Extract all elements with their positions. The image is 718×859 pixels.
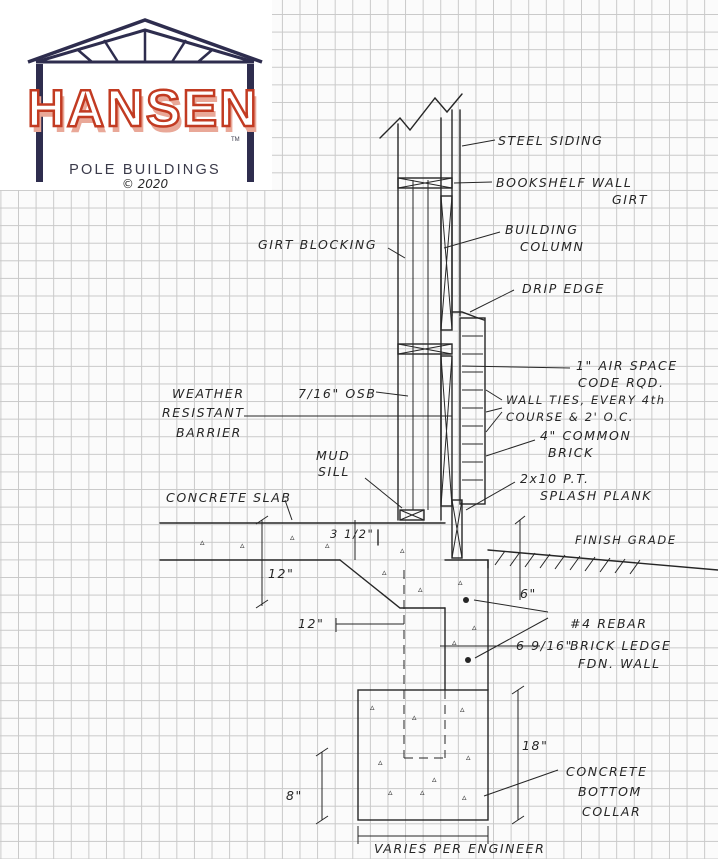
- label-bottom-collar-1: CONCRETE: [566, 764, 648, 779]
- logo-trademark: TM: [231, 137, 240, 143]
- logo-tagline: POLE BUILDINGS: [69, 162, 221, 178]
- drip-edge: [451, 311, 485, 321]
- break-line: [379, 93, 463, 139]
- svg-text:▵: ▵: [382, 568, 387, 578]
- dim-collar-side: 8": [286, 788, 303, 803]
- label-finish-grade: FINISH GRADE: [575, 533, 677, 547]
- dim-ledge-height: 6": [520, 586, 537, 601]
- label-common-brick-2: BRICK: [548, 445, 594, 460]
- svg-text:▵: ▵: [432, 775, 437, 785]
- label-osb: 7/16" OSB: [298, 386, 377, 401]
- label-wall-ties-2: COURSE & 2' O.C.: [506, 410, 634, 424]
- label-air-space-2: CODE RQD.: [578, 375, 665, 390]
- svg-text:▵: ▵: [466, 753, 471, 763]
- label-wrb-2: RESISTANT: [162, 405, 245, 420]
- label-concrete-slab: CONCRETE SLAB: [166, 490, 292, 505]
- svg-text:▵: ▵: [412, 713, 417, 723]
- brick-veneer: [459, 317, 486, 505]
- svg-text:▵: ▵: [378, 758, 383, 768]
- dim-slab-width: 12": [298, 616, 324, 631]
- label-bookshelf-girt-1: BOOKSHELF WALL: [496, 175, 632, 190]
- label-building-column-2: COLUMN: [520, 239, 584, 254]
- label-wrb-3: BARRIER: [176, 425, 242, 440]
- leader-lines: [244, 139, 571, 797]
- concrete-bottom-collar: ▵ ▵ ▵ ▵ ▵ ▵ ▵ ▵ ▵: [357, 689, 489, 821]
- svg-text:▵: ▵: [370, 703, 375, 713]
- dim-ledge-width: 6 9/16": [516, 638, 573, 653]
- svg-text:▵: ▵: [462, 793, 467, 803]
- logo-roof-icon: [27, 18, 263, 64]
- svg-text:▵: ▵: [460, 705, 465, 715]
- svg-text:▵: ▵: [200, 538, 205, 548]
- label-varies: VARIES PER ENGINEER: [374, 841, 545, 856]
- bookshelf-girt-top: [397, 177, 453, 189]
- concrete-slab: ▵ ▵ ▵ ▵ ▵ ▵ ▵: [159, 522, 446, 609]
- svg-text:▵: ▵: [458, 578, 463, 588]
- label-mud-sill-1: MUD: [316, 448, 350, 463]
- label-steel-siding: STEEL SIDING: [498, 133, 603, 148]
- dim-collar-height: 18": [522, 738, 548, 753]
- label-bottom-collar-2: BOTTOM: [578, 784, 642, 799]
- svg-text:▵: ▵: [290, 533, 295, 543]
- label-common-brick-1: 4" COMMON: [540, 428, 631, 443]
- label-brick-ledge-1: BRICK LEDGE: [570, 638, 672, 653]
- label-brick-ledge-2: FDN. WALL: [578, 656, 661, 671]
- svg-text:▵: ▵: [420, 788, 425, 798]
- svg-text:▵: ▵: [400, 546, 405, 556]
- label-wrb-1: WEATHER: [172, 386, 245, 401]
- label-building-column-1: BUILDING: [505, 222, 579, 237]
- finish-grade: [487, 549, 718, 575]
- label-girt-blocking: GIRT BLOCKING: [258, 237, 377, 252]
- logo-right-post: [247, 64, 254, 182]
- steel-siding: [451, 109, 461, 317]
- splash-plank: [451, 499, 463, 559]
- label-drip-edge: DRIP EDGE: [522, 281, 605, 296]
- svg-text:▵: ▵: [472, 623, 477, 633]
- bookshelf-girt-middle: [397, 343, 453, 355]
- svg-text:▵: ▵: [452, 638, 457, 648]
- dimension-lines: [255, 515, 540, 844]
- svg-text:▵: ▵: [418, 585, 423, 595]
- girt-blocking: [440, 195, 453, 507]
- label-splash-plank-2: SPLASH PLANK: [540, 488, 652, 503]
- svg-text:▵: ▵: [325, 541, 330, 551]
- brick-ledge-wall: ▵ ▵ ▵: [403, 559, 489, 759]
- label-air-space-1: 1" AIR SPACE: [576, 358, 678, 373]
- logo-copyright: © 2020: [122, 177, 169, 191]
- label-wall-ties-1: WALL TIES, EVERY 4th: [506, 393, 666, 407]
- logo-brand-shadow: HANSEN: [30, 86, 262, 144]
- label-rebar: #4 REBAR: [570, 616, 648, 631]
- dim-slab-depth: 12": [268, 566, 294, 581]
- label-bottom-collar-3: COLLAR: [582, 804, 641, 819]
- label-splash-plank-1: 2x10 P.T.: [520, 471, 590, 486]
- mud-sill: [399, 509, 425, 521]
- label-bookshelf-girt-2: GIRT: [612, 192, 648, 207]
- dim-slab-step: 3 1/2": [330, 527, 374, 541]
- svg-text:▵: ▵: [240, 541, 245, 551]
- logo-brand: HANSEN: [27, 80, 259, 138]
- label-mud-sill-2: SILL: [318, 464, 350, 479]
- logo-left-post: [36, 64, 43, 182]
- svg-text:▵: ▵: [388, 788, 393, 798]
